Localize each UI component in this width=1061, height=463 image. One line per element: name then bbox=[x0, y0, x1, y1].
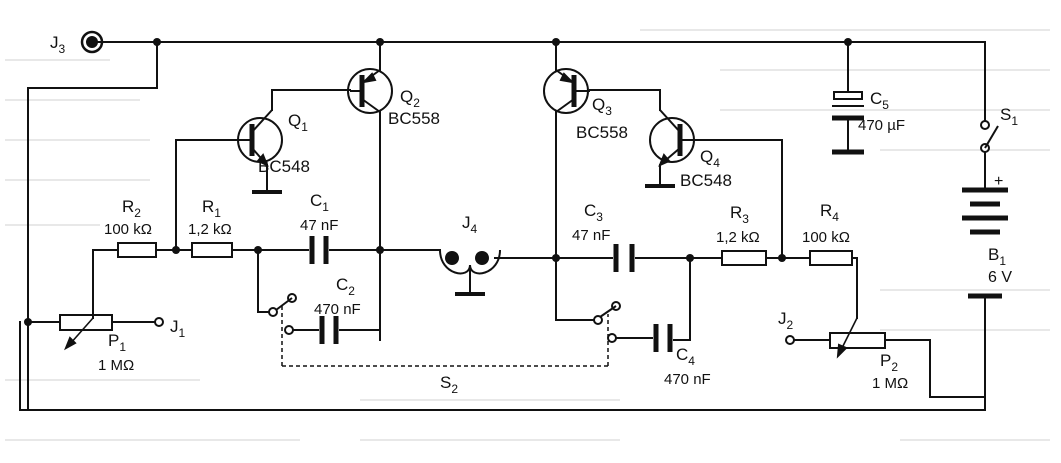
label-c5-value: 470 µF bbox=[858, 117, 905, 134]
label-p2-value: 1 MΩ bbox=[872, 375, 908, 392]
capacitor-c3 bbox=[613, 244, 635, 272]
switch-s1 bbox=[980, 120, 999, 153]
transistor-q2 bbox=[347, 68, 393, 114]
label-c4: C4 bbox=[676, 345, 695, 368]
label-p1: P1 bbox=[108, 331, 126, 354]
label-r4-value: 100 kΩ bbox=[802, 229, 850, 246]
jack-j4 bbox=[439, 249, 501, 294]
switch-s2-linkage bbox=[281, 306, 609, 367]
potentiometer-p1 bbox=[59, 314, 164, 351]
label-c2-value: 470 nF bbox=[314, 301, 361, 318]
label-r2: R2 bbox=[122, 197, 141, 220]
label-q3-type: BC558 bbox=[576, 123, 628, 142]
label-q4-type: BC548 bbox=[680, 171, 732, 190]
label-q3: Q3 bbox=[592, 95, 612, 118]
junctions bbox=[24, 38, 852, 326]
transistor-q1 bbox=[237, 109, 283, 167]
switch-s2a bbox=[268, 293, 297, 335]
capacitor-c1 bbox=[309, 236, 329, 264]
battery-plus-sign: + bbox=[994, 173, 1003, 190]
resistor-r4 bbox=[809, 250, 853, 266]
transistor-q4 bbox=[649, 109, 695, 167]
label-c2: C2 bbox=[336, 275, 355, 298]
label-q4: Q4 bbox=[700, 147, 720, 170]
label-b1: B1 bbox=[988, 245, 1006, 268]
resistor-r3 bbox=[721, 250, 767, 266]
label-q2: Q2 bbox=[400, 87, 420, 110]
jack-j3 bbox=[80, 30, 104, 54]
capacitor-c5 bbox=[832, 91, 864, 155]
transistor-q3 bbox=[543, 68, 590, 114]
switch-s2b bbox=[593, 301, 621, 343]
label-s2: S2 bbox=[440, 373, 458, 396]
label-r1-value: 1,2 kΩ bbox=[188, 221, 232, 238]
label-r3: R3 bbox=[730, 203, 749, 226]
label-c5: C5 bbox=[870, 89, 889, 112]
bleed-through-texture bbox=[5, 29, 1050, 441]
capacitor-c2 bbox=[319, 316, 339, 344]
battery-b1 bbox=[962, 187, 1008, 299]
wires bbox=[19, 41, 986, 411]
label-b1-value: 6 V bbox=[988, 269, 1012, 286]
label-q2-type: BC558 bbox=[388, 109, 440, 128]
label-q1: Q1 bbox=[288, 111, 308, 134]
potentiometer-p2 bbox=[785, 317, 886, 359]
label-q1-type: BC548 bbox=[258, 157, 310, 176]
resistor-r2 bbox=[117, 242, 157, 258]
label-j3: J3 bbox=[50, 33, 66, 56]
label-c4-value: 470 nF bbox=[664, 371, 711, 388]
label-r3-value: 1,2 kΩ bbox=[716, 229, 760, 246]
label-c3-value: 47 nF bbox=[572, 227, 610, 244]
label-c1: C1 bbox=[310, 191, 329, 214]
label-r1: R1 bbox=[202, 197, 221, 220]
label-j2: J2 bbox=[778, 309, 794, 332]
label-p1-value: 1 MΩ bbox=[98, 357, 134, 374]
label-r4: R4 bbox=[820, 201, 839, 224]
capacitor-c4 bbox=[653, 324, 673, 352]
label-r2-value: 100 kΩ bbox=[104, 221, 152, 238]
label-j1: J1 bbox=[170, 317, 186, 340]
label-c1-value: 47 nF bbox=[300, 217, 338, 234]
label-c3: C3 bbox=[584, 201, 603, 224]
label-j4: J4 bbox=[462, 213, 478, 236]
label-p2: P2 bbox=[880, 351, 898, 374]
label-s1: S1 bbox=[1000, 105, 1018, 128]
resistor-r1 bbox=[191, 242, 233, 258]
